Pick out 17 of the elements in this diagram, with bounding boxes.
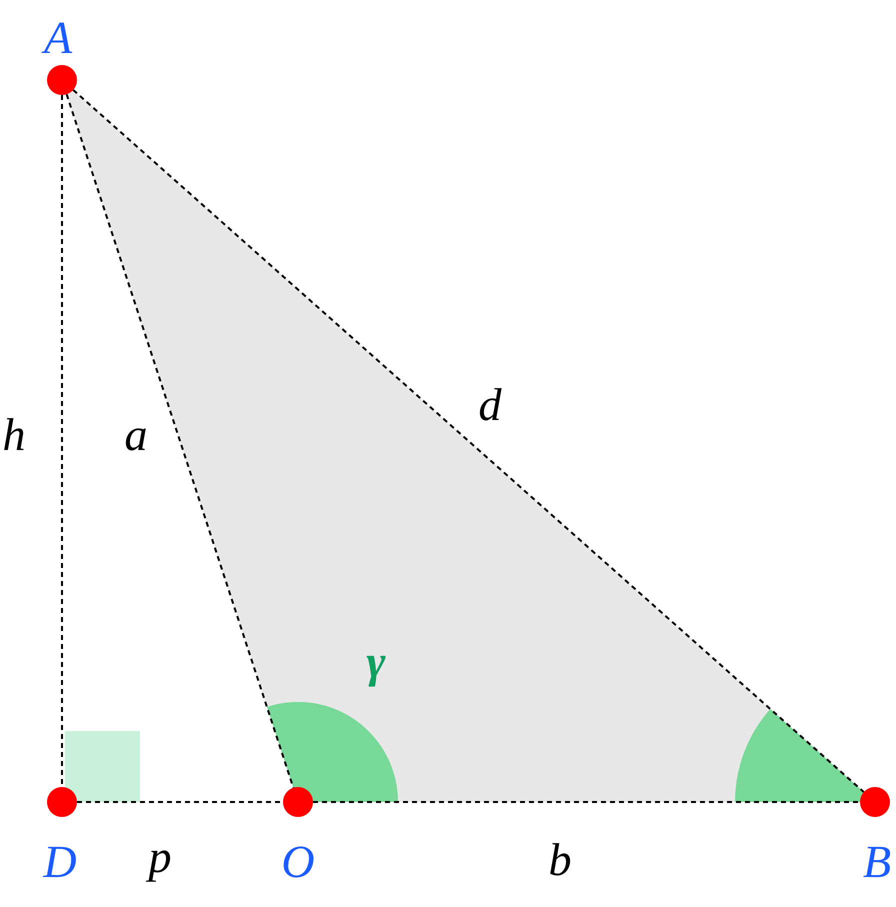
- point-label: O: [281, 839, 315, 885]
- edge-label: d: [478, 382, 502, 428]
- point-marker: [47, 65, 77, 95]
- dashed-line: [77, 801, 283, 803]
- edge-label: b: [548, 837, 572, 883]
- angle-label: γ: [366, 639, 386, 685]
- point-marker: [47, 787, 77, 817]
- point-label: A: [44, 15, 72, 61]
- dashed-line: [66, 94, 294, 788]
- edge-label: h: [2, 412, 26, 458]
- point-marker: [283, 787, 313, 817]
- point-marker: [860, 787, 890, 817]
- dashed-line: [313, 801, 860, 803]
- point-label: D: [43, 839, 77, 885]
- point-label: B: [862, 839, 892, 885]
- edge-label: a: [124, 412, 148, 458]
- dashed-line: [61, 95, 63, 787]
